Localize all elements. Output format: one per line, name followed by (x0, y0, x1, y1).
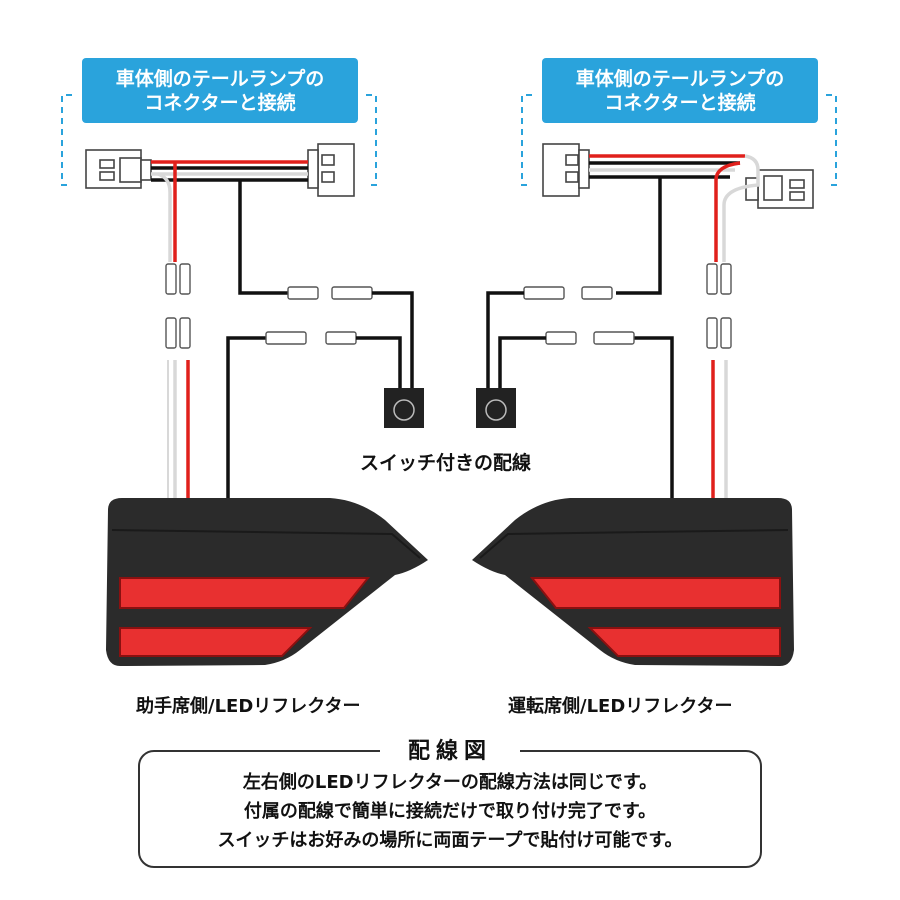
legend-line-3: スイッチはお好みの場所に両面テープで貼付け可能です。 (217, 830, 683, 851)
callout-right-line2: コネクターと接続 (604, 92, 756, 114)
connector-right-female (745, 169, 814, 209)
harness-left (151, 160, 308, 182)
switch-right (476, 388, 516, 428)
connector-left-female (85, 149, 152, 189)
connector-left-male (307, 143, 355, 197)
legend-line-2: 付属の配線で簡単に接続だけで取り付け完了です。 (243, 801, 657, 822)
bullet-connectors-left-vertical (165, 263, 191, 349)
bullet-connectors-right-vertical (706, 263, 732, 349)
switch-left (384, 388, 424, 428)
left-black-wire-lower (226, 336, 266, 498)
bullet-left-h1 (287, 286, 373, 300)
callout-left-line2: コネクターと接続 (144, 92, 296, 114)
dashed-bracket-right (521, 94, 837, 186)
harness-right (589, 154, 745, 179)
legend-box (138, 750, 762, 868)
reflector-right-label: 運転席側/LEDリフレクター (508, 696, 733, 717)
bullet-left-h2 (265, 331, 357, 345)
legend-title: 配線図 (380, 733, 520, 765)
legend-line-1: 左右側のLEDリフレクターの配線方法は同じです。 (242, 772, 658, 793)
dashed-bracket-left (61, 94, 377, 186)
legend-text: 左右側のLEDリフレクターの配線方法は同じです。 付属の配線で簡単に接続だけで取… (138, 768, 762, 855)
wiring-diagram (61, 94, 837, 666)
callout-right-line1: 車体側のテールランプの (575, 68, 785, 90)
left-black-wire-upper (238, 180, 288, 295)
callout-left: 車体側のテールランプの コネクターと接続 (82, 58, 358, 123)
bullet-right-h2 (545, 331, 635, 345)
callout-right: 車体側のテールランプの コネクターと接続 (542, 58, 818, 123)
reflector-left (106, 498, 428, 666)
right-black-wire-lower (634, 336, 674, 498)
left-downlines (157, 162, 190, 498)
bullet-right-h1 (523, 286, 613, 300)
reflector-left-label: 助手席側/LEDリフレクター (136, 696, 361, 717)
callout-left-line1: 車体側のテールランプの (115, 68, 325, 90)
connector-right-male (542, 143, 590, 197)
right-black-wire-upper (616, 177, 662, 295)
right-downlines (711, 154, 760, 498)
switch-label: スイッチ付きの配線 (360, 452, 532, 474)
reflector-right (472, 498, 794, 666)
